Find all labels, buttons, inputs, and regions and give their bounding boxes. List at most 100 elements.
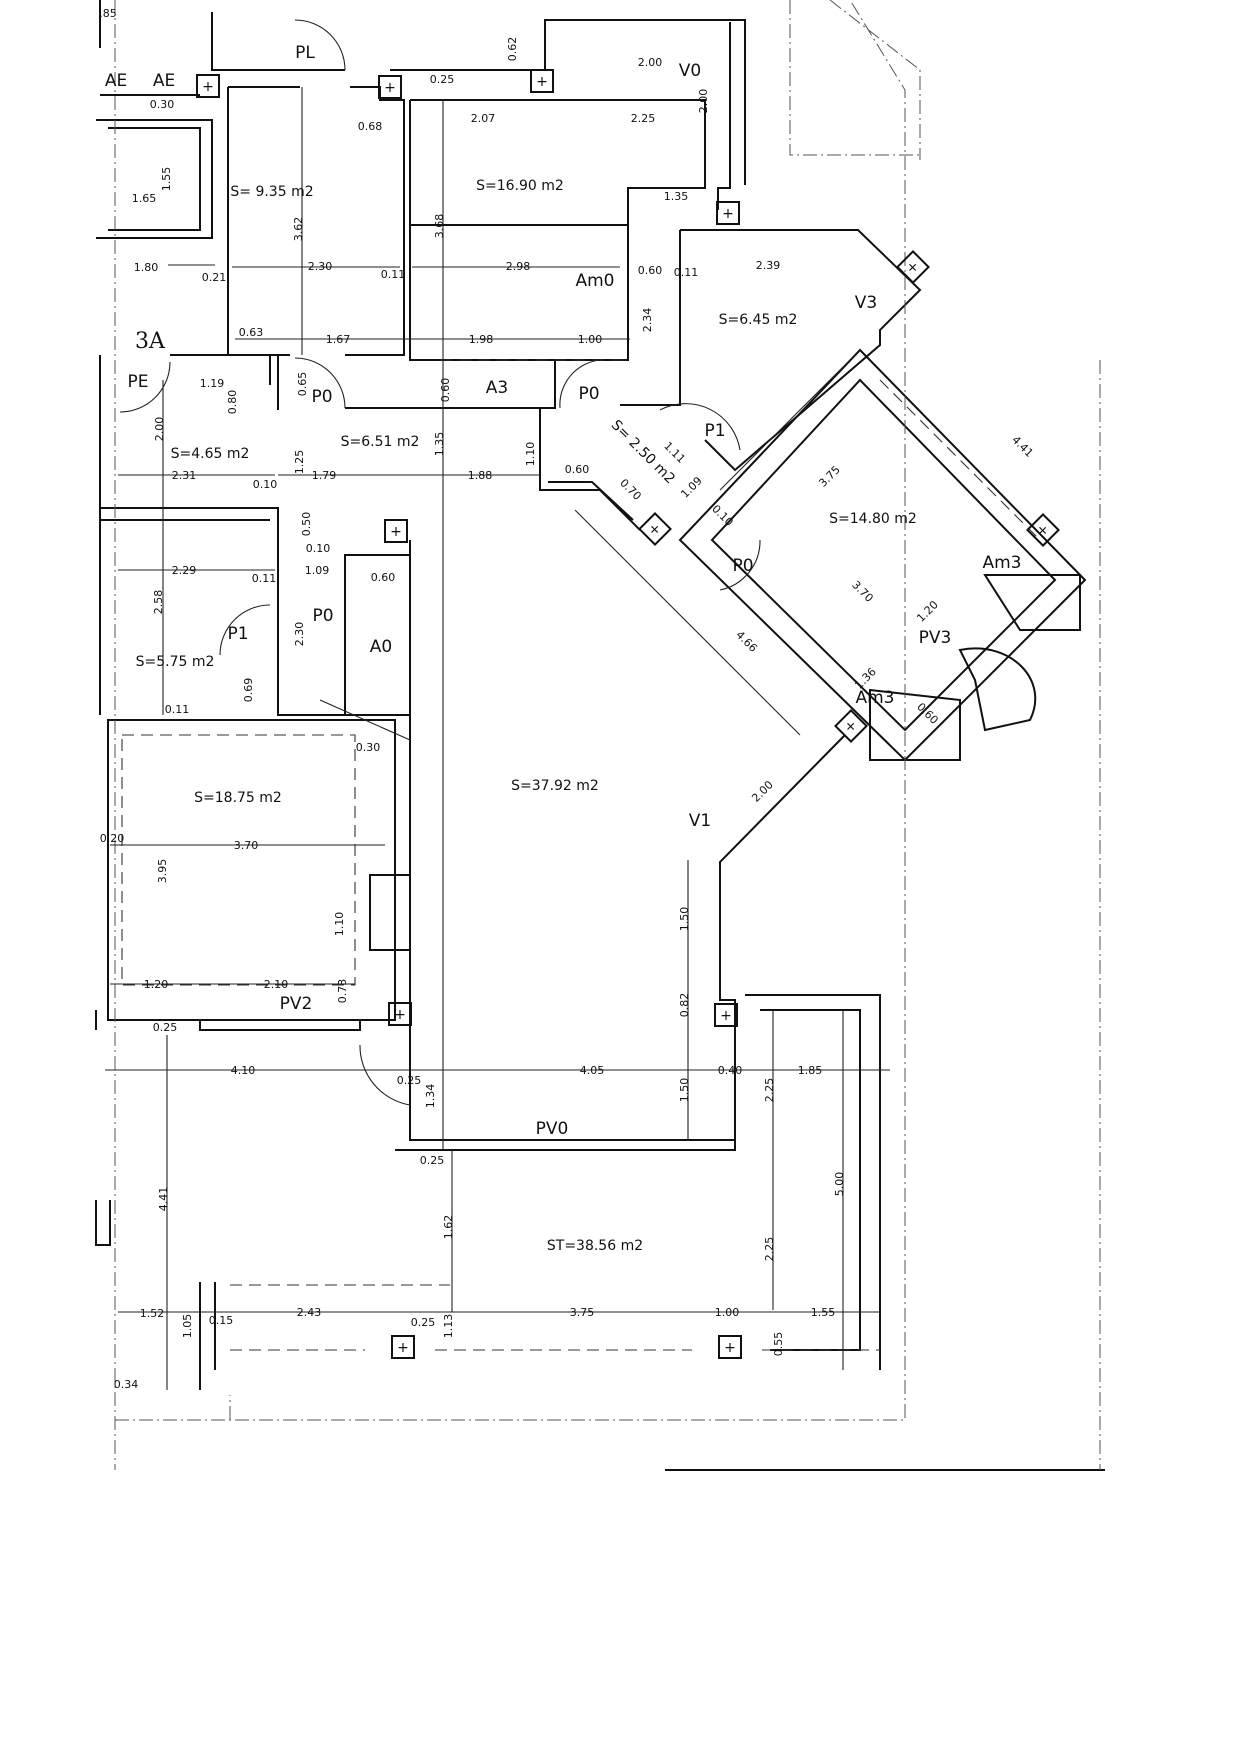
element-code: V1 — [689, 811, 711, 831]
room-area-label: S=16.90 m2 — [476, 178, 564, 194]
wall-segment — [539, 408, 641, 531]
wall-segment — [717, 22, 731, 210]
dimension-label: 4.05 — [580, 1064, 605, 1077]
unit-label: 3A — [135, 329, 166, 354]
wall-segment — [369, 874, 411, 951]
flue-symbol: + — [724, 1340, 736, 1356]
room-area-label: S=37.92 m2 — [511, 778, 599, 794]
dimension-label: 0.62 — [506, 37, 519, 62]
dimension-label: 3.75 — [570, 1306, 595, 1319]
element-code: PV0 — [536, 1119, 569, 1139]
dimension-label: 0.30 — [356, 741, 381, 754]
dimension-label: 0.40 — [718, 1064, 743, 1077]
dimension-label: 1.05 — [181, 1314, 194, 1339]
dimension-label: 1.09 — [305, 564, 330, 577]
flue-icon: + — [638, 512, 672, 546]
dimension-label: 1.10 — [524, 442, 537, 467]
wall-segment — [99, 0, 200, 96]
labels: S= 9.35 m2 S=16.90 m2 S=6.45 m2 S=6.51 m2 S=… — [99, 7, 1035, 1391]
dimension-label: 4.10 — [231, 1064, 256, 1077]
flue-icon: + — [391, 1335, 415, 1359]
dimension-label: 0.25 — [397, 1074, 422, 1087]
dimension-label: 0.11 — [381, 268, 406, 281]
element-code: PL — [295, 43, 315, 63]
boundary-line — [829, 0, 921, 160]
element-code: Am0 — [575, 271, 614, 291]
flue-icon: + — [718, 1335, 742, 1359]
door-swing — [659, 403, 741, 451]
flue-icon: + — [716, 201, 740, 225]
dimension-label: 1.11 — [661, 439, 688, 466]
wall-segment — [958, 647, 1037, 732]
dimension-label: 4.41 — [157, 1187, 170, 1212]
dimension-label: 2.25 — [763, 1078, 776, 1103]
dimension-label: 0.11 — [252, 572, 277, 585]
flue-symbol: + — [720, 1008, 732, 1024]
dimension-label: 0.20 — [100, 832, 125, 845]
dimension-label: 1.10 — [333, 912, 346, 937]
element-code: A0 — [370, 637, 392, 657]
dimension-label: 0.60 — [638, 264, 663, 277]
door-swing — [359, 1044, 411, 1106]
room-area-label: S= 9.35 m2 — [230, 184, 313, 200]
dimension-label: .85 — [99, 7, 117, 20]
dimension-label: 1.52 — [140, 1307, 165, 1320]
dimension-label: 2.07 — [471, 112, 496, 125]
wall-segment — [410, 99, 706, 226]
dimension-label: 3.70 — [234, 839, 259, 852]
dimension-label: 0.60 — [371, 571, 396, 584]
dimension-label: 0.21 — [202, 271, 227, 284]
element-code: P0 — [311, 387, 332, 407]
flue-symbol: + — [536, 74, 548, 90]
dimension-label: 1.20 — [144, 978, 169, 991]
room-area-label: S=6.45 m2 — [719, 312, 798, 328]
dimension-label: 0.10 — [709, 502, 736, 529]
wall-segment — [983, 574, 1081, 631]
dimension-label: 0.55 — [772, 1332, 785, 1357]
element-code: Am3 — [855, 688, 894, 708]
dimension-label: 1.35 — [664, 190, 689, 203]
dimension-label: 0.60 — [439, 378, 452, 403]
dimension-label: 3.68 — [433, 214, 446, 239]
element-code: P1 — [704, 421, 725, 441]
room-area-label: ST=38.56 m2 — [547, 1238, 643, 1254]
dimension-label: 0.10 — [253, 478, 278, 491]
element-code: PE — [128, 372, 149, 392]
wall-segment — [108, 127, 201, 231]
dimension-label: 4.41 — [1009, 433, 1036, 460]
dimension-label: 1.79 — [312, 469, 337, 482]
flue-symbol: + — [722, 206, 734, 222]
element-code: V0 — [679, 61, 701, 81]
dimension-label: 1.50 — [678, 907, 691, 932]
dimension-label: 2.00 — [749, 778, 776, 805]
dimension-label: 1.62 — [442, 1215, 455, 1240]
dimension-label: 2.34 — [641, 308, 654, 333]
element-code: P0 — [312, 606, 333, 626]
dimension-label: 2.30 — [308, 260, 333, 273]
dimension-label: 0.65 — [296, 372, 309, 397]
door-swing — [119, 361, 171, 413]
flue-icon: + — [378, 75, 402, 99]
room-area-label: S=18.75 m2 — [194, 790, 282, 806]
flue-symbol: + — [384, 80, 396, 96]
dimension-label: 2.00 — [153, 417, 166, 442]
dimension-label: 0.11 — [674, 266, 699, 279]
dimension-line — [719, 349, 861, 491]
wall-segment — [211, 12, 345, 71]
wall-segment — [95, 1010, 111, 1246]
dimension-label: 2.25 — [763, 1237, 776, 1262]
dimension-label: 0.11 — [165, 703, 190, 716]
flue-icon: + — [384, 519, 408, 543]
dimension-label: 1.13 — [442, 1314, 455, 1339]
room-area-label: S=6.51 m2 — [341, 434, 420, 450]
dimension-line — [574, 509, 801, 736]
flue-icon: + — [530, 69, 554, 93]
element-code: P0 — [578, 384, 599, 404]
wall-segment — [277, 355, 556, 410]
dimension-label: 1.65 — [132, 192, 157, 205]
flue-symbol: + — [390, 524, 402, 540]
dimension-label: 0.30 — [150, 98, 175, 111]
dimension-label: 0.25 — [411, 1316, 436, 1329]
dimension-label: 3.95 — [156, 859, 169, 884]
